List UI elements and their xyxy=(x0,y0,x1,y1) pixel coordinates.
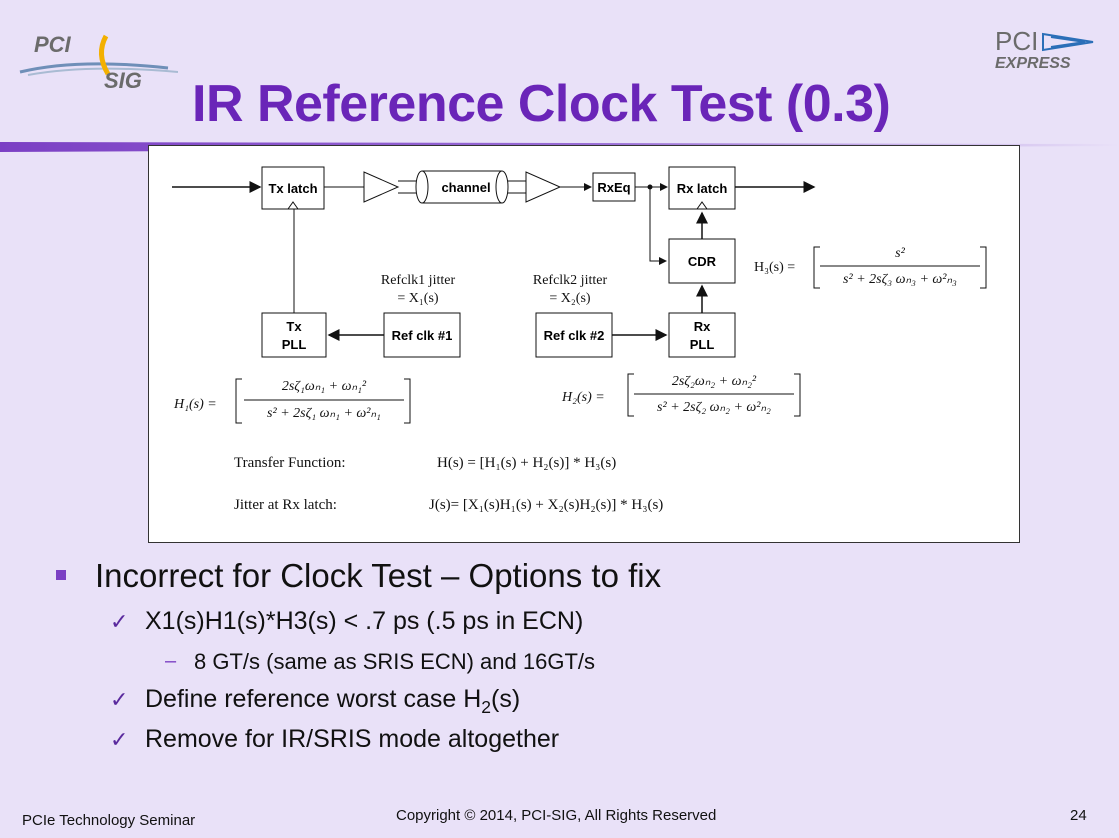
svg-text:PCI: PCI xyxy=(34,32,72,57)
refclk2-jitter-value: = X₂(s) xyxy=(549,291,590,306)
pci-express-logo: PCI EXPRESS xyxy=(995,28,1094,72)
rx-latch-block: Rx latch xyxy=(668,166,736,210)
svg-text:2sζ₂ωₙ₂ + ωₙ₂²: 2sζ₂ωₙ₂ + ωₙ₂² xyxy=(672,374,757,389)
svg-text:Rx latch: Rx latch xyxy=(677,181,728,196)
ref-clk-1-block: Ref clk #1 xyxy=(383,312,461,358)
jitter-label: Jitter at Rx latch: xyxy=(234,497,337,513)
svg-text:Tx latch: Tx latch xyxy=(268,181,317,196)
page-title: IR Reference Clock Test (0.3) xyxy=(192,75,891,133)
svg-text:H₂(s) =: H₂(s) = xyxy=(561,390,605,405)
option-3: Remove for IR/SRIS mode altogether xyxy=(145,725,560,753)
refclk1-jitter-label: Refclk1 jitter xyxy=(381,273,456,288)
transfer-function-label: Transfer Function: xyxy=(234,455,346,471)
main-bullet: Incorrect for Clock Test – Options to fi… xyxy=(95,557,662,594)
refclk2-jitter-label: Refclk2 jitter xyxy=(533,273,608,288)
rx-pll-block: Rx PLL xyxy=(668,312,736,358)
svg-text:s² + 2sζ₁ ωₙ₁ + ω²ₙ₁: s² + 2sζ₁ ωₙ₁ + ω²ₙ₁ xyxy=(267,406,381,421)
channel-block: channel xyxy=(415,170,509,204)
svg-text:Tx: Tx xyxy=(286,319,302,334)
svg-text:EXPRESS: EXPRESS xyxy=(995,55,1071,72)
svg-text:PCI: PCI xyxy=(995,28,1038,56)
cdr-block: CDR xyxy=(668,238,736,284)
svg-text:RxEq: RxEq xyxy=(597,180,630,195)
svg-text:s²: s² xyxy=(895,246,905,261)
rxeq-block: RxEq xyxy=(592,172,636,202)
svg-text:H₃(s) =: H₃(s) = xyxy=(754,260,795,275)
option-2: Define reference worst case H2(s) xyxy=(145,685,521,717)
tx-pll-block: Tx PLL xyxy=(261,312,327,358)
check-icon: ✓ xyxy=(110,609,129,634)
svg-text:CDR: CDR xyxy=(688,254,717,269)
rx-receiver-triangle xyxy=(525,171,562,203)
svg-text:s² + 2sζ₃ ωₙ₃ + ω²ₙ₃: s² + 2sζ₃ ωₙ₃ + ω²ₙ₃ xyxy=(843,272,957,287)
svg-text:Rx: Rx xyxy=(694,319,711,334)
check-icon: ✓ xyxy=(110,687,129,712)
svg-text:PLL: PLL xyxy=(282,337,307,352)
svg-text:2sζ₁ωₙ₁ + ωₙ₁²: 2sζ₁ωₙ₁ + ωₙ₁² xyxy=(282,379,367,394)
h2-equation: H₂(s) = 2sζ₂ωₙ₂ + ωₙ₂² s² + 2sζ₂ ωₙ₂ + ω… xyxy=(561,373,801,417)
refclk1-jitter-value: = X₁(s) xyxy=(397,291,438,306)
transfer-function-expr: H(s) = [H₁(s) + H₂(s)] * H₃(s) xyxy=(437,455,616,471)
option-1: X1(s)H1(s)*H3(s) < .7 ps (.5 ps in ECN) xyxy=(145,607,584,635)
block-diagram: Tx latch channel RxEq Rx latch CDR xyxy=(172,166,987,513)
jitter-expr: J(s)= [X₁(s)H₁(s) + X₂(s)H₂(s)] * H₃(s) xyxy=(429,497,663,513)
svg-text:channel: channel xyxy=(441,180,490,195)
svg-text:Ref clk #1: Ref clk #1 xyxy=(392,328,453,343)
pci-sig-logo: PCI SIG xyxy=(19,32,178,93)
svg-text:PLL: PLL xyxy=(690,337,715,352)
page-number: 24 xyxy=(1070,807,1087,824)
check-icon: ✓ xyxy=(110,727,129,752)
bullet-square-icon xyxy=(56,570,66,580)
svg-text:Ref clk #2: Ref clk #2 xyxy=(544,328,605,343)
footer-seminar: PCIe Technology Seminar xyxy=(22,812,196,829)
tx-latch-block: Tx latch xyxy=(261,166,325,210)
svg-text:H₁(s) =: H₁(s) = xyxy=(173,397,217,412)
footer-copyright: Copyright © 2014, PCI-SIG, All Rights Re… xyxy=(396,807,717,824)
ref-clk-2-block: Ref clk #2 xyxy=(535,312,613,358)
svg-text:s² + 2sζ₂ ωₙ₂ + ω²ₙ₂: s² + 2sζ₂ ωₙ₂ + ω²ₙ₂ xyxy=(657,400,771,415)
dash-icon: – xyxy=(165,650,177,672)
option-1-sub: 8 GT/s (same as SRIS ECN) and 16GT/s xyxy=(194,649,596,674)
h3-equation: H₃(s) = s² s² + 2sζ₃ ωₙ₃ + ω²ₙ₃ xyxy=(754,246,987,289)
h1-equation: H₁(s) = 2sζ₁ωₙ₁ + ωₙ₁² s² + 2sζ₁ ωₙ₁ + ω… xyxy=(173,378,411,424)
tx-driver-triangle xyxy=(363,171,400,203)
svg-text:SIG: SIG xyxy=(104,68,142,93)
